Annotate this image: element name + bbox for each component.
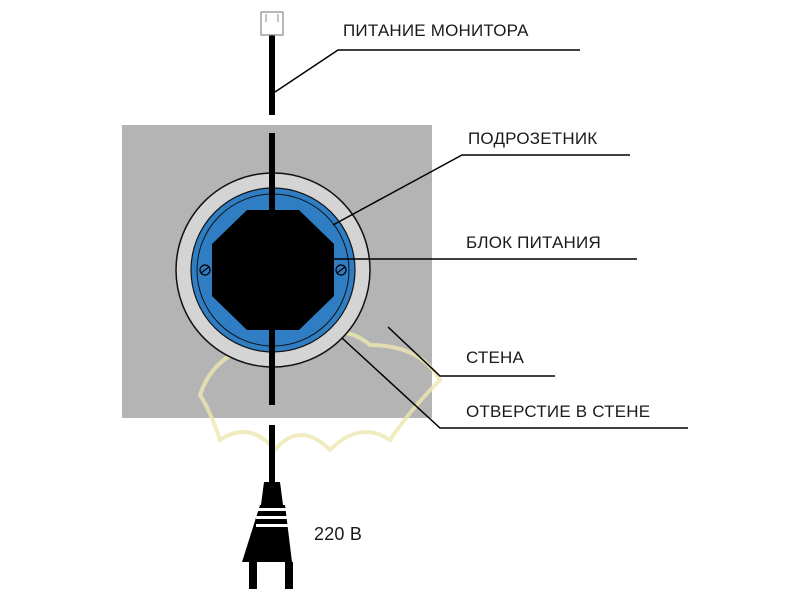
label-socket-box: ПОДРОЗЕТНИК xyxy=(468,129,598,148)
label-power-unit: БЛОК ПИТАНИЯ xyxy=(466,233,601,252)
screw-icon xyxy=(199,264,211,276)
power-plug-icon xyxy=(242,482,293,589)
label-voltage: 220 В xyxy=(314,524,363,544)
label-wall-hole: ОТВЕРСТИЕ В СТЕНЕ xyxy=(466,402,651,421)
cable-bottom xyxy=(269,425,275,485)
label-monitor-power: ПИТАНИЕ МОНИТОРА xyxy=(343,21,529,40)
monitor-connector-icon xyxy=(260,11,284,36)
screw-icon xyxy=(335,264,347,276)
leader-lines xyxy=(274,49,688,429)
cable-top xyxy=(269,35,275,115)
cable-inner xyxy=(269,133,275,405)
label-wall: СТЕНА xyxy=(466,348,525,367)
